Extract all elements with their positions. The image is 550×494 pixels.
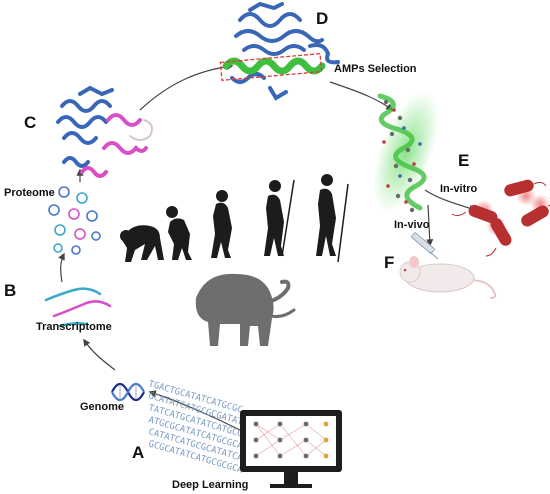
- transcriptome-label: Transcriptome: [36, 321, 112, 333]
- protein-complex-icon: [56, 85, 153, 178]
- peptide-helix-icon: [373, 91, 439, 213]
- label-c: C: [24, 113, 36, 132]
- dna-sequence-stream: TGACTGCATATCATGCGC GCATATCATGCGCGATAT TA…: [147, 379, 244, 476]
- syringe-icon: [411, 232, 439, 260]
- arrow-dl-to-genome: [148, 390, 241, 431]
- human-evolution-icon: [120, 174, 349, 263]
- genome-label: Genome: [80, 401, 124, 413]
- label-d: D: [316, 9, 328, 28]
- arrow-c-to-d: [139, 63, 234, 111]
- selection-box: [219, 52, 323, 82]
- proteome-label: Proteome: [4, 187, 55, 199]
- in-vitro-label: In-vitro: [440, 183, 478, 195]
- protein-structure-c: C: [24, 85, 153, 178]
- mammoth-icon: [195, 273, 296, 346]
- in-vivo-label: In-vivo: [394, 219, 430, 231]
- arrow-d-to-selection: [329, 81, 394, 111]
- dna-helix-icon: [111, 382, 145, 402]
- arrow-b-to-proteome: [58, 252, 65, 283]
- rna-strand-icon: [44, 287, 112, 328]
- mouse-icon: [399, 256, 497, 299]
- arrow-genome-to-b: [83, 338, 116, 371]
- protein-structure-icon: [230, 1, 340, 101]
- label-b: B: [4, 281, 16, 300]
- proteome-icon: [48, 186, 101, 255]
- label-a: A: [132, 443, 144, 462]
- protein-structure-d: D: [219, 1, 340, 101]
- monitor-neural-network-icon: [240, 410, 342, 488]
- amps-selection-label: AMPs Selection: [334, 63, 417, 75]
- deep-learning-label: Deep Learning: [172, 479, 248, 491]
- label-e: E: [458, 151, 469, 170]
- selected-helix: [222, 57, 326, 75]
- bacteria-icon: [451, 179, 550, 257]
- arrow-to-invivo: [426, 204, 434, 247]
- label-f: F: [384, 253, 394, 272]
- cycle-arrows: [58, 63, 477, 431]
